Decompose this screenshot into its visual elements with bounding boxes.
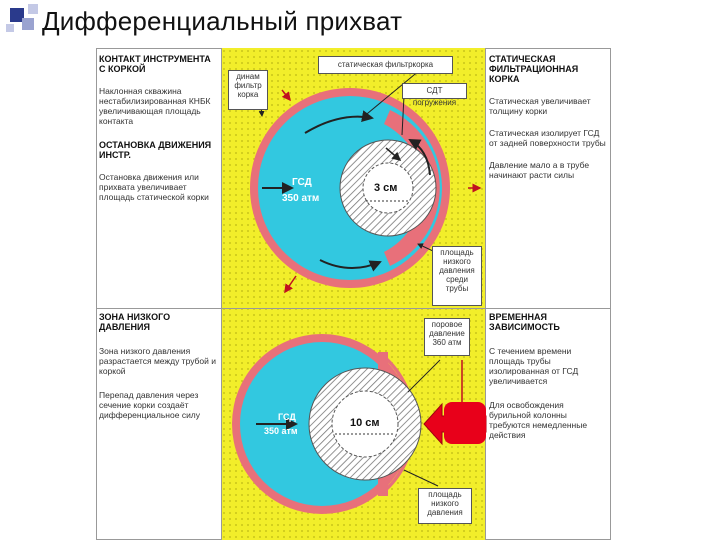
leader-line — [407, 359, 441, 393]
top-static-cake — [384, 110, 440, 266]
label-low-pressure-area-top: площадь низкого давления среди трубы — [432, 246, 482, 306]
arrow — [319, 259, 382, 272]
label-sdt: СДТ погружения — [402, 83, 467, 107]
bottom-pipe-bore — [331, 390, 399, 458]
label-pore-pressure: поровое давление 360 атм — [424, 318, 470, 356]
force-block — [444, 402, 486, 444]
panel-heading: СТАТИЧЕСКАЯ ФИЛЬТРАЦИОННАЯ КОРКА — [489, 54, 579, 84]
label-gsd-top: ГСД — [292, 177, 312, 188]
label-dynamic-cake: динам фильтр корка — [228, 70, 268, 110]
panel-heading: ЗОНА НИЗКОГО ДАВЛЕНИЯ — [99, 312, 171, 332]
label-pipe-size-bottom: 10 см — [350, 417, 380, 429]
corner-square-4 — [6, 24, 14, 32]
panel-top-right: СТАТИЧЕСКАЯ ФИЛЬТРАЦИОННАЯ КОРКА Статиче… — [489, 54, 607, 180]
panel-text: С течением времени площадь трубы изолиро… — [489, 346, 579, 386]
panel-heading: КОНТАКТ ИНСТРУМЕНТА С КОРКОЙ — [99, 54, 211, 74]
corner-square-2 — [22, 18, 34, 30]
bottom-wellbore-diagram — [232, 334, 487, 514]
leader-line — [401, 95, 405, 136]
arrow — [281, 89, 291, 102]
leader-line — [361, 69, 421, 119]
panel-text: Статическая увеличивает толщину корки — [489, 96, 591, 116]
label-gsd-bottom: ГСД — [278, 412, 296, 422]
top-wellbore-diagram — [250, 69, 482, 294]
corner-square-3 — [28, 4, 38, 14]
divider-left — [221, 48, 222, 540]
label-pressure-top: 350 атм — [282, 193, 320, 204]
panel-heading: ОСТАНОВКА ДВИЖЕНИЯ ИНСТР. — [99, 140, 212, 160]
panel-bottom-left: ЗОНА НИЗКОГО ДАВЛЕНИЯ Зона низкого давле… — [99, 312, 217, 420]
panel-heading: ВРЕМЕННАЯ ЗАВИСИМОСТЬ — [489, 312, 560, 332]
corner-square-1 — [10, 8, 24, 22]
panel-bottom-right: ВРЕМЕННАЯ ЗАВИСИМОСТЬ С течением времени… — [489, 312, 607, 440]
panel-text: Остановка движения или прихвата увеличив… — [99, 172, 209, 202]
arrow — [284, 275, 297, 294]
panel-text: Статическая изолирует ГСД от задней пове… — [489, 128, 606, 148]
label-static-cake: статическая фильтркорка — [318, 56, 453, 74]
label-pipe-size-top: 3 см — [374, 182, 398, 194]
panel-text: Для освобождения бурильной колонны требу… — [489, 400, 588, 440]
panel-top-left: КОНТАКТ ИНСТРУМЕНТА С КОРКОЙ Наклонная с… — [99, 54, 217, 202]
label-pressure-bottom: 350 атм — [264, 426, 298, 436]
page-title: Дифференциальный прихват — [42, 6, 403, 36]
arrow — [304, 110, 374, 134]
label-low-pressure-area-bottom: площадь низкого давления — [418, 488, 472, 524]
leader-line — [403, 469, 439, 487]
panel-text: Зона низкого давления разрастается между… — [99, 346, 216, 376]
panel-text: Перепад давления через сечение корки соз… — [99, 390, 201, 420]
arrow — [385, 147, 402, 161]
divider-horizontal — [96, 308, 611, 309]
arrow — [408, 139, 431, 176]
panel-text: Наклонная скважина нестабилизированная К… — [99, 86, 211, 126]
panel-text: Давление мало а в трубе начинают расти с… — [489, 160, 590, 180]
divider-right — [485, 48, 486, 540]
